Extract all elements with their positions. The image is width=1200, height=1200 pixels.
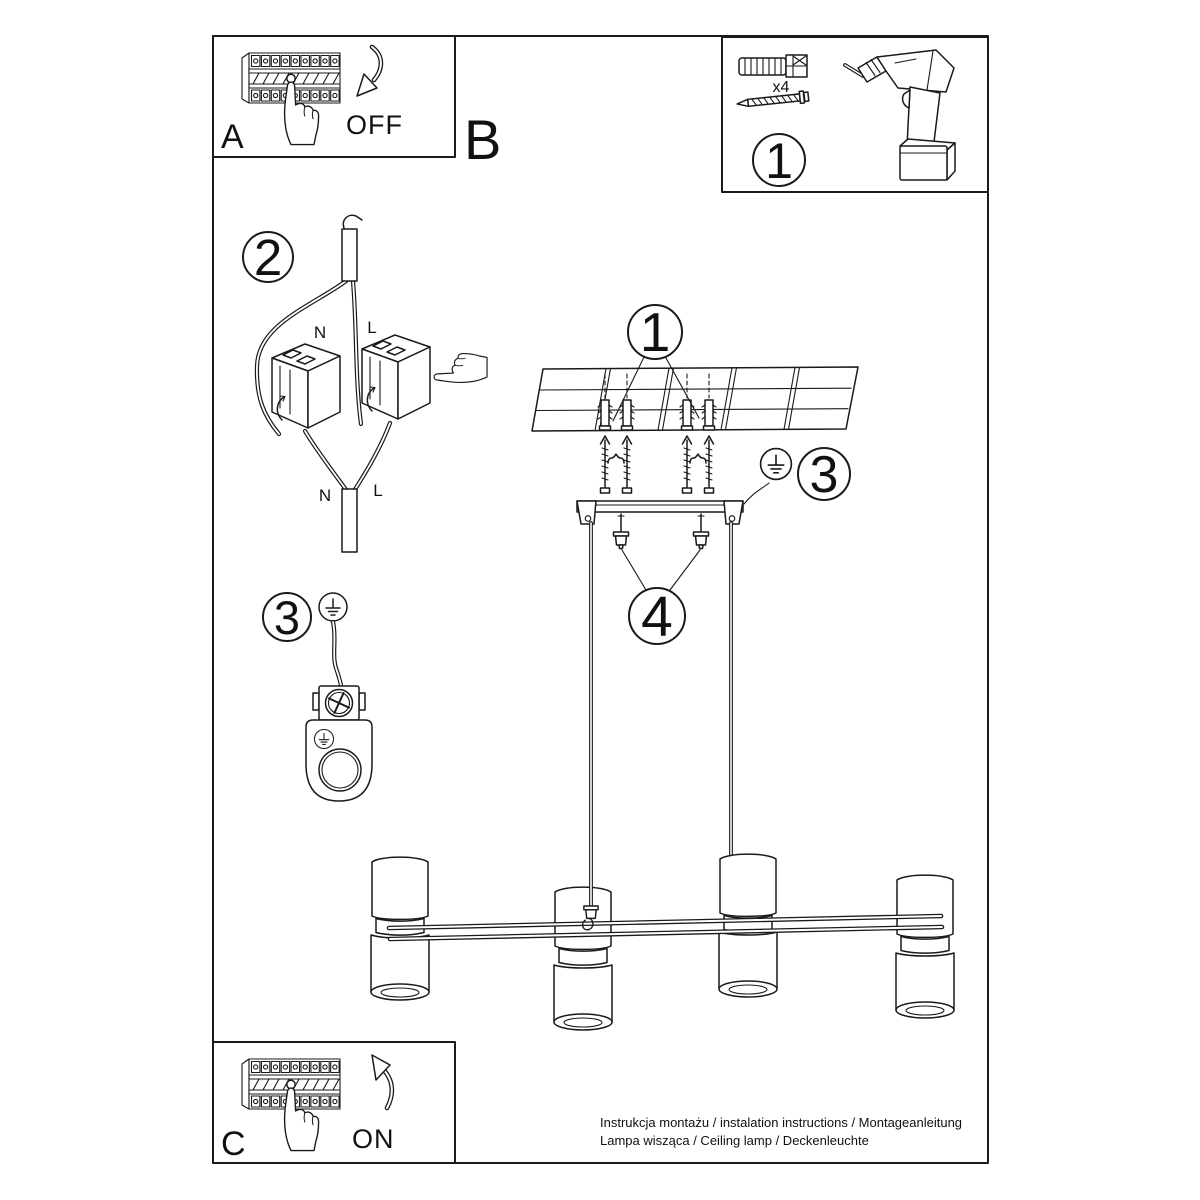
wire-l-label: L (373, 481, 382, 500)
step-c-border (212, 1041, 456, 1164)
step3-callout-circle (262, 592, 312, 642)
lamp-shade-icon (718, 853, 778, 998)
footer-line1: Instrukcja montażu / instalation instruc… (600, 1115, 962, 1130)
drill-icon (843, 49, 956, 181)
callout1-number: 1 (640, 301, 671, 363)
wire-n-label: N (319, 486, 331, 505)
lamp-icon (370, 521, 955, 1031)
footer-line2: Lampa wisząca / Ceiling lamp / Deckenleu… (600, 1133, 869, 1148)
step-c-label: C (221, 1125, 246, 1163)
step-a-panel: A OFF (212, 35, 456, 158)
on-arrow-icon (371, 1054, 395, 1111)
cable-gripper-icon (612, 513, 630, 550)
section-b-label: B (464, 108, 501, 171)
step-a-label: A (221, 118, 244, 156)
pointing-hand-icon (433, 353, 488, 384)
callout3-circle (797, 447, 851, 501)
step-c-panel: C ON (212, 1041, 456, 1164)
lamp-rails-icon (386, 913, 945, 942)
callout4-number: 4 (641, 585, 673, 649)
ceiling-bar-icon (576, 500, 744, 525)
ground-symbol-icon (759, 447, 793, 481)
center-joint-icon (581, 905, 599, 931)
cable-sheath-bottom (341, 488, 358, 553)
bracket-profile-icon (689, 453, 707, 464)
ground-leader (743, 482, 770, 505)
lamp-shade-icon (553, 886, 613, 1031)
off-arrow-icon (356, 44, 384, 97)
cable-sheath-top (341, 214, 363, 282)
callout3-number: 3 (810, 446, 839, 504)
wall-anchor-icon (738, 54, 808, 78)
lamp-wires (254, 278, 393, 494)
tools-callout-circle (752, 133, 806, 187)
anchor-quantity: x4 (773, 79, 790, 96)
callout1-circle (627, 304, 683, 360)
ceiling-icon (531, 366, 859, 432)
block-l-label: L (367, 318, 376, 337)
mounting-diagram: 1 3 4 (370, 301, 955, 1031)
step-a-border (212, 35, 456, 158)
cable-gripper-icon (692, 513, 710, 550)
step-c-action: ON (352, 1124, 395, 1154)
page-border (212, 35, 989, 1164)
tools-border (721, 36, 989, 193)
terminal-block-l-icon (361, 334, 431, 420)
callout1-leaders (612, 356, 700, 422)
bracket-profile-icon (607, 453, 625, 464)
callout4-leaders (621, 549, 701, 591)
callout4-circle (628, 587, 686, 645)
step-a-action: OFF (346, 110, 403, 140)
tools-callout-number: 1 (765, 133, 793, 189)
step2-callout-number: 2 (254, 229, 282, 286)
tools-panel: x4 1 (721, 36, 989, 193)
lamp-shade-icon (895, 874, 955, 1019)
step2-callout-circle (242, 231, 294, 283)
mounting-bracket-icon (305, 719, 373, 802)
block-n-label: N (314, 323, 326, 342)
terminal-block-n-icon (271, 343, 341, 429)
step3-callout-number: 3 (274, 591, 300, 644)
ground-terminal-icon (312, 685, 366, 721)
ground-symbol-icon (318, 592, 348, 622)
ground-step: 3 (262, 591, 373, 802)
footer: Instrukcja montażu / instalation instruc… (600, 1115, 962, 1148)
wiring-step: 2 (242, 214, 488, 553)
screw-icon (736, 90, 810, 108)
